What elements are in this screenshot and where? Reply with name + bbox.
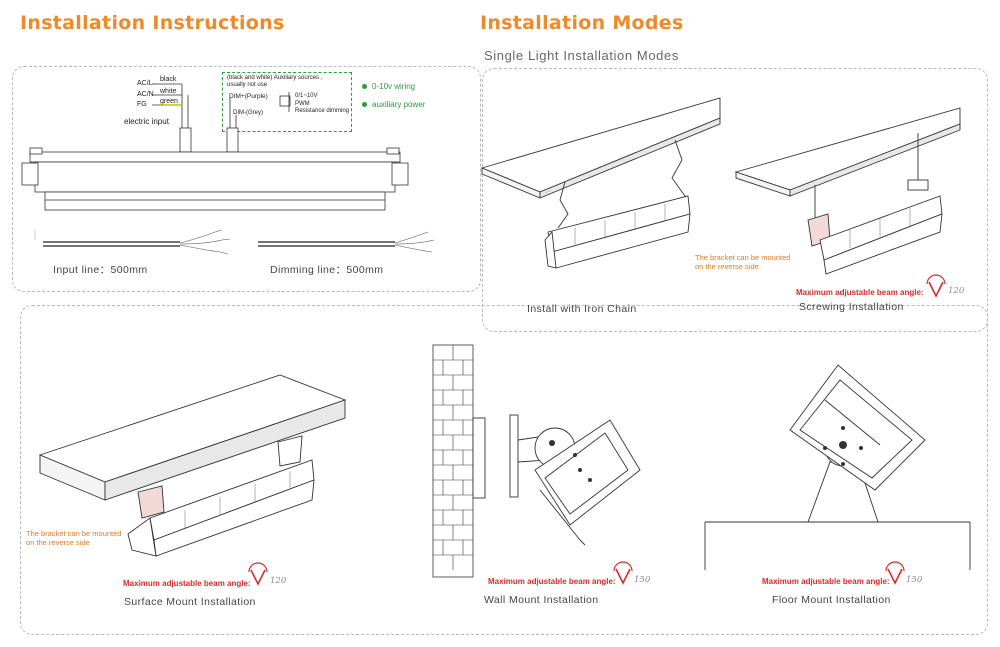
angle-120-screw: 120 [948, 286, 965, 296]
installation-instructions-heading: Installation Instructions [20, 12, 285, 34]
legend-dot-icon [362, 84, 367, 90]
beam-angle-label-floor: Maximum adjustable beam angle: [762, 577, 890, 586]
input-line-caption: Input line：500mm [53, 264, 148, 276]
beam-angle-icon [613, 561, 633, 585]
beam-angle-icon [926, 274, 946, 298]
fg-label: FG [137, 101, 147, 108]
green-wire-label: green [160, 98, 178, 105]
modes-panel-bottom [20, 305, 988, 635]
electric-input-label: electric input [124, 117, 169, 126]
option-pwm: PWM [295, 101, 310, 107]
modes-panel-top [482, 68, 988, 332]
single-light-subheading: Single Light Installation Modes [484, 48, 679, 63]
bracket-note-top-line1: The bracket can be mounted [695, 253, 791, 262]
legend-0-10v: 0-10v wiring [362, 82, 415, 91]
dim-plus-label: DIM+(Purple) [229, 93, 268, 100]
option-0-10v: 0/1~10V [295, 93, 318, 99]
bracket-note-bottom-line1: The bracket can be mounted [26, 529, 122, 538]
dimming-box [222, 72, 352, 132]
bracket-note-bottom-line2: on the reverse side [26, 538, 90, 547]
legend-aux: auxiliary power [362, 100, 425, 109]
floor-mount-caption: Floor Mount Installation [772, 594, 891, 606]
surface-mount-caption: Surface Mount Installation [124, 596, 256, 608]
angle-150-floor: 150 [906, 575, 923, 585]
white-wire-label: white [160, 88, 177, 95]
instructions-panel [12, 66, 481, 292]
legend-0-10v-text: 0-10v wiring [372, 82, 416, 91]
dimming-line-caption: Dimming line：500mm [270, 264, 384, 276]
angle-150-wall: 150 [634, 575, 651, 585]
ac-n-label: AC/N [137, 91, 154, 98]
beam-angle-icon [248, 562, 268, 586]
legend-dot-icon [362, 102, 367, 108]
black-wire-label: black [160, 76, 177, 83]
screw-install-caption: Screwing Installation [799, 301, 904, 313]
aux-title: (black and white) Auxiliary sources , [227, 75, 323, 81]
installation-modes-heading: Installation Modes [480, 12, 684, 34]
dim-minus-label: DIM-(Grey) [233, 110, 263, 116]
beam-angle-label-surface: Maximum adjustable beam angle: [123, 579, 251, 588]
aux-sub: usually not use [227, 82, 268, 88]
angle-120-surface: 120 [270, 576, 287, 586]
ac-l-label: AC/L [137, 80, 153, 87]
option-resistance: Resistance dimming [295, 108, 350, 114]
bracket-note-top-line2: on the reverse side [695, 262, 759, 271]
wall-mount-caption: Wall Mount Installation [484, 594, 599, 606]
bracket-note-top: The bracket can be mounted on the revers… [695, 253, 790, 271]
legend-aux-text: auxiliary power [372, 100, 426, 109]
bracket-note-bottom: The bracket can be mounted on the revers… [26, 529, 121, 547]
chain-install-caption: Install with Iron Chain [527, 303, 637, 315]
beam-angle-icon [885, 561, 905, 585]
beam-angle-label-wall: Maximum adjustable beam angle: [488, 577, 616, 586]
beam-angle-label-screw: Maximum adjustable beam angle: [796, 288, 924, 297]
